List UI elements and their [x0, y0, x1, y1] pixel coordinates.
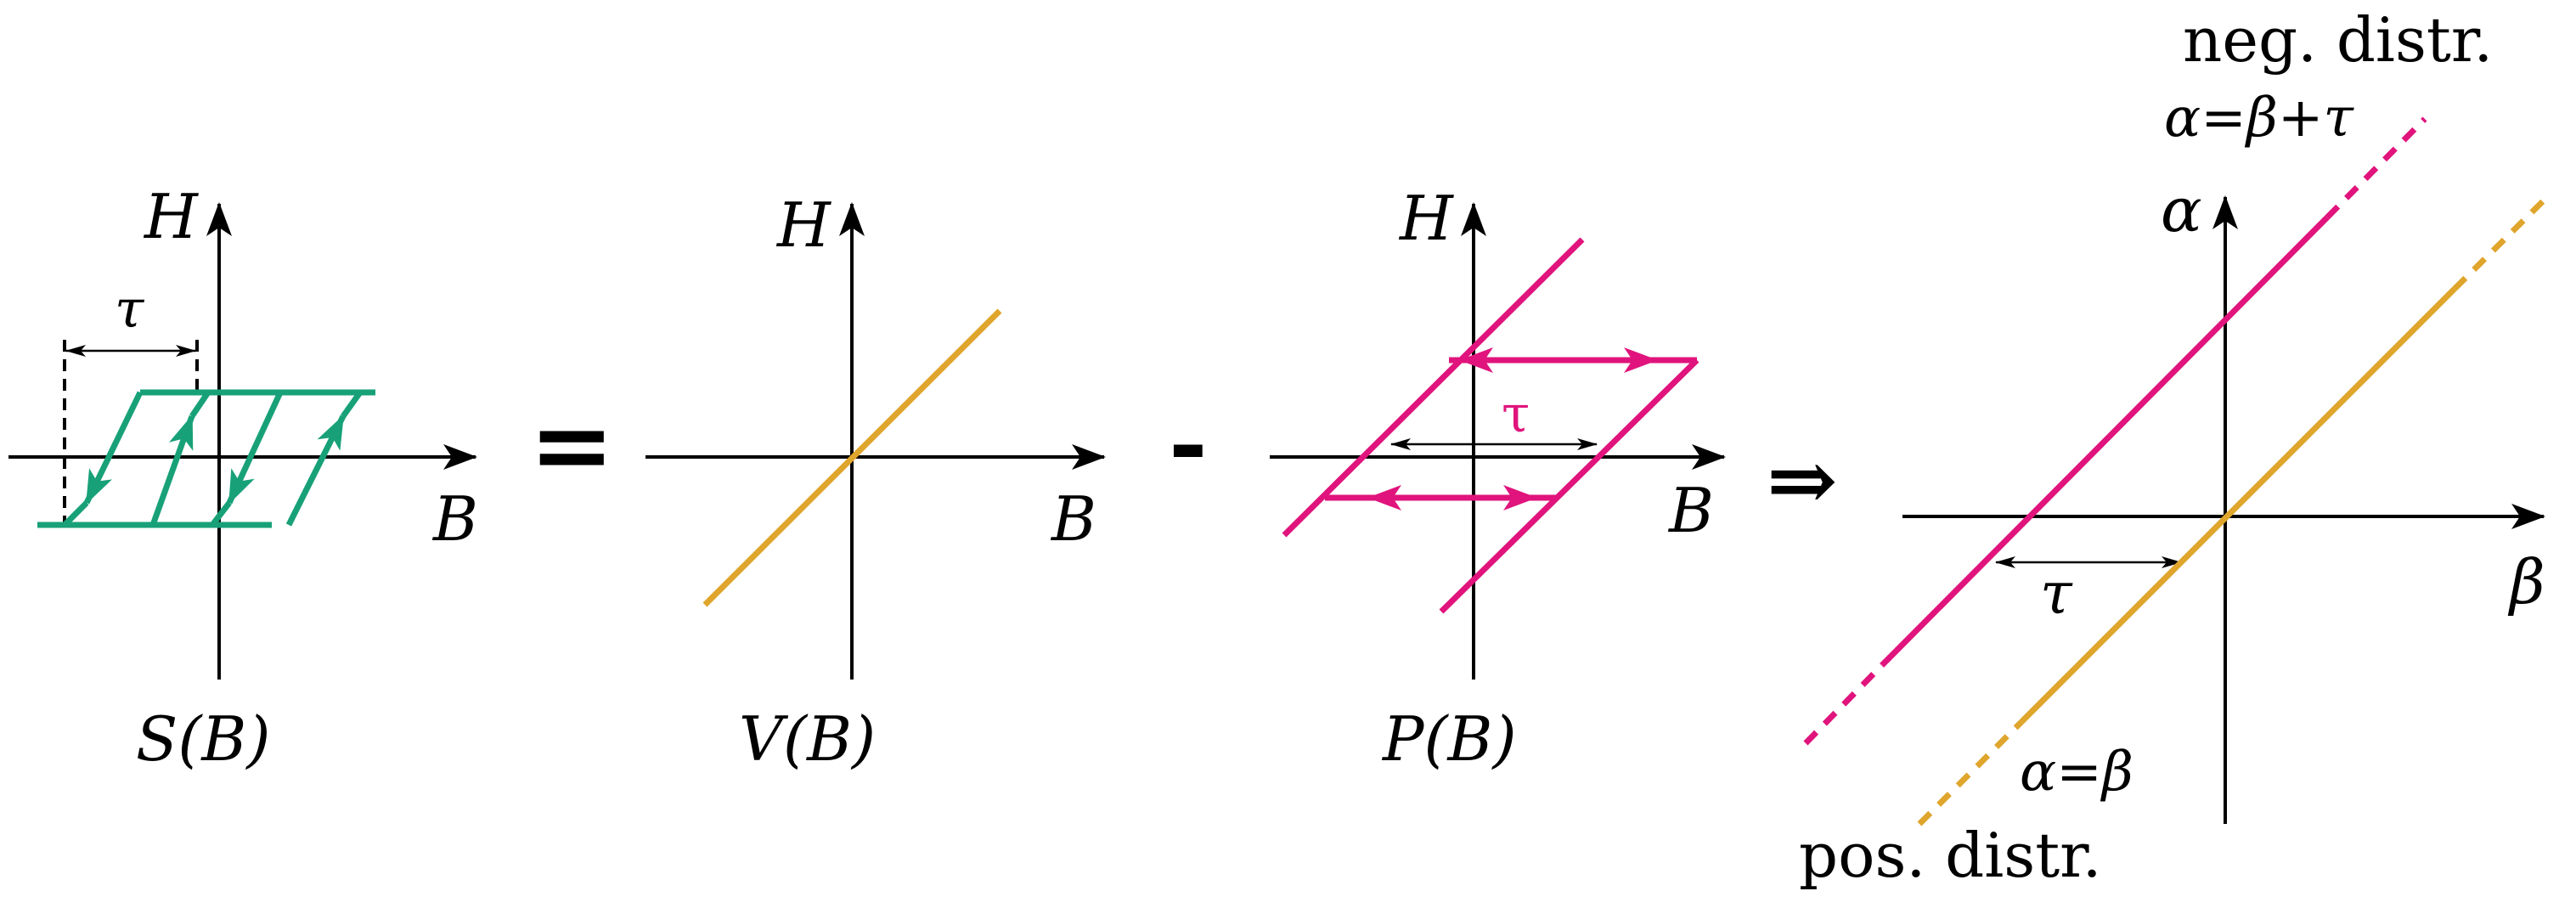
panel-volume-function: H B V(B) — [645, 189, 1106, 775]
s-switch-up-2 — [285, 415, 347, 527]
s-h-axis-label: H — [143, 181, 199, 252]
implies-sign: ⇒ — [1767, 430, 1838, 530]
ab-pos-line-dashed-low — [1917, 719, 2024, 826]
p-left-diagonal — [1282, 237, 1585, 538]
v-b-axis-label: B — [1050, 483, 1096, 555]
ab-beta-axis-label: β — [2507, 546, 2545, 618]
s-switch-down-1 — [83, 391, 144, 505]
s-switch-up-2b — [341, 390, 363, 419]
p-b-axis-label: B — [1667, 475, 1714, 546]
ab-pos-line-solid — [2019, 286, 2457, 725]
ab-alpha-axis-label: α — [2161, 174, 2202, 245]
s-switch-down-2b — [210, 500, 232, 527]
s-switch-down-1b — [62, 500, 89, 527]
p-h-axis-label: H — [1398, 183, 1454, 254]
s-b-axis-label: B — [431, 483, 478, 555]
panel-switch-function: H B τ S(B) — [8, 181, 478, 775]
p-tau-label: τ — [1502, 385, 1530, 444]
s-tau-label: τ — [115, 278, 145, 340]
p-caption: P(B) — [1381, 703, 1517, 775]
ab-neg-line-solid — [1880, 215, 2330, 668]
s-switch-up-1 — [149, 415, 195, 527]
v-h-axis-label: H — [775, 189, 831, 261]
ab-neg-line-dashed-low — [1803, 663, 1885, 746]
ab-neg-title: neg. distr. — [2183, 4, 2493, 76]
ab-neg-line-label: α=β+τ — [2164, 87, 2354, 149]
panel-preisach-function: H B τ P(B) — [1270, 183, 1726, 775]
ab-tau-label: τ — [2040, 561, 2073, 628]
v-linear-response — [702, 308, 1002, 607]
s-caption: S(B) — [136, 703, 270, 775]
s-switch-down-2 — [226, 391, 284, 505]
v-caption: V(B) — [739, 703, 876, 775]
ab-pos-line-label: α=β — [2020, 741, 2134, 804]
equals-sign: = — [529, 385, 615, 505]
panel-preisach-plane: neg. distr. α=β+τ α β τ α=β pos. distr. — [1799, 4, 2546, 891]
ab-neg-line-dashed-high — [2325, 116, 2427, 220]
ab-pos-line-dashed-high — [2452, 198, 2546, 291]
ab-pos-title: pos. distr. — [1799, 820, 2102, 891]
p-right-diagonal — [1439, 358, 1699, 614]
minus-sign: - — [1169, 388, 1208, 498]
s-switch-up-1b — [189, 391, 211, 418]
